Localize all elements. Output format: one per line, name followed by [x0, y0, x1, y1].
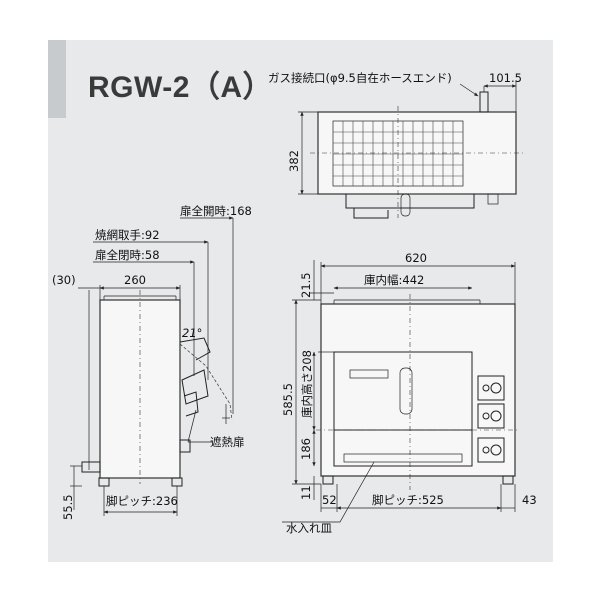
foot-height-dim: 11 — [299, 485, 313, 500]
top-handle — [353, 208, 389, 219]
side-view: 扉全開時:168 焼網取手:92 扉全閉時:58 260 (30) 21° 遮熱… — [52, 204, 252, 520]
door-closed-dim: 扉全閉時:58 — [95, 248, 160, 262]
heat-shield-door — [181, 369, 209, 405]
lower-height-dim: 186 — [299, 438, 313, 460]
front-view: 620 庫内幅:442 585.5 21.5 庫内高さ208 186 11 52… — [281, 251, 537, 535]
inner-height-dim: 庫内高さ208 — [300, 350, 314, 418]
top-view: ガス接続口(φ9.5自在ホースエンド) 101.5 382 — [268, 71, 526, 219]
side-width-dim: 260 — [124, 273, 146, 287]
top-outlet — [487, 193, 499, 205]
gas-connector — [479, 91, 489, 113]
title-accent-bar — [48, 40, 66, 118]
front-burner-knob — [399, 367, 413, 415]
control-panel-upper — [477, 375, 505, 401]
overhang-dim: (30) — [52, 273, 76, 287]
door-angle: 21° — [182, 326, 202, 340]
gas-connection-label: ガス接続口(φ9.5自在ホースエンド) — [268, 71, 452, 85]
door-handle — [349, 369, 389, 379]
leg-height-dim: 55.5 — [61, 494, 75, 520]
water-tray — [343, 453, 463, 463]
door-open-dim: 扉全開時:168 — [180, 204, 252, 218]
front-view-body — [320, 303, 516, 477]
dim-depth: 382 — [287, 150, 301, 172]
left-offset-dim: 52 — [322, 493, 337, 507]
control-panel-middle — [477, 403, 505, 429]
water-tray-label: 水入れ皿 — [286, 521, 332, 535]
door-swing-path — [179, 343, 233, 421]
door-open-outline — [179, 337, 211, 361]
side-gas-inlet — [81, 461, 101, 473]
heat-shield-label: 遮熱扉 — [210, 435, 245, 449]
side-leg-pitch: 脚ピッチ:236 — [106, 494, 178, 508]
inner-width-dim: 庫内幅:442 — [364, 273, 424, 287]
model-title: RGW-2（A） — [88, 71, 274, 104]
top-knob — [400, 193, 411, 217]
dim-connector-offset: 101.5 — [489, 71, 522, 85]
front-height-dim: 585.5 — [281, 383, 295, 416]
top-offset-dim: 21.5 — [299, 272, 313, 298]
grill-handle-dim: 焼網取手:92 — [95, 228, 160, 242]
front-leg-pitch: 脚ピッチ:525 — [372, 493, 444, 507]
front-width-dim: 620 — [405, 251, 427, 265]
side-knob — [179, 439, 191, 453]
right-offset-dim: 43 — [522, 493, 537, 507]
control-panel-lower — [477, 437, 505, 463]
